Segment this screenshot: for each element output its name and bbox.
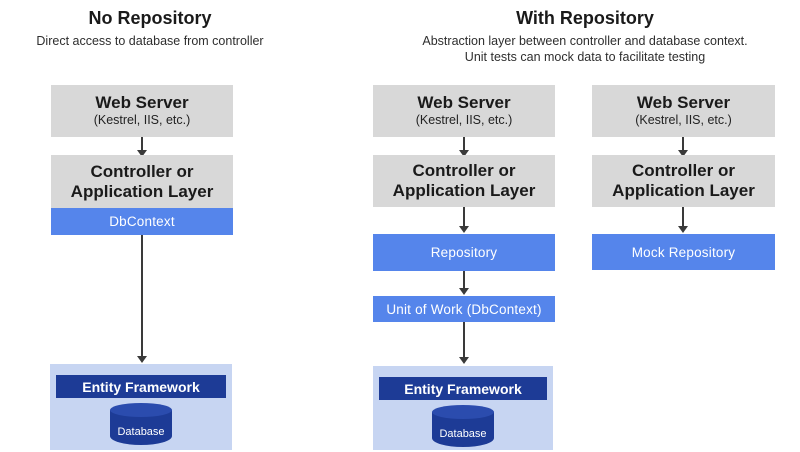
cylinder-top-icon — [432, 405, 494, 419]
entity-framework-bar: Entity Framework — [379, 377, 547, 400]
flow-arrow — [459, 271, 469, 295]
controller-line1: Controller or — [412, 161, 516, 181]
entity-framework-container: Entity Framework Database — [373, 366, 553, 450]
entity-framework-container: Entity Framework Database — [50, 364, 232, 450]
controller-box: Controller or Application Layer — [592, 155, 775, 207]
controller-line2: Application Layer — [392, 181, 536, 200]
no-repository-header: No Repository Direct access to database … — [0, 8, 300, 49]
with-repository-subtitle-line1: Abstraction layer between controller and… — [422, 33, 748, 48]
database-cylinder-icon: Database — [110, 403, 172, 445]
database-cylinder-icon: Database — [432, 405, 494, 447]
flow-arrow — [459, 207, 469, 233]
with-repository-title: With Repository — [516, 8, 654, 28]
web-server-subtitle: (Kestrel, IIS, etc.) — [93, 112, 191, 127]
repository-box: Repository — [373, 234, 555, 271]
database-label: Database — [439, 428, 487, 440]
cylinder-top-icon — [110, 403, 172, 417]
flow-arrow — [137, 235, 147, 363]
controller-line1: Controller or — [90, 161, 194, 181]
controller-box: Controller or Application Layer — [51, 155, 233, 208]
dbcontext-box: DbContext — [51, 208, 233, 235]
repository-label: Repository — [430, 245, 498, 260]
web-server-box: Web Server (Kestrel, IIS, etc.) — [51, 85, 233, 137]
unit-of-work-box: Unit of Work (DbContext) — [373, 296, 555, 322]
controller-box: Controller or Application Layer — [373, 155, 555, 207]
web-server-box: Web Server (Kestrel, IIS, etc.) — [373, 85, 555, 137]
mock-repository-label: Mock Repository — [631, 244, 736, 260]
mock-repository-box: Mock Repository — [592, 234, 775, 270]
with-repository-header: With Repository Abstraction layer betwee… — [373, 8, 797, 66]
database-label: Database — [117, 426, 165, 438]
dbcontext-label: DbContext — [109, 214, 175, 229]
web-server-title: Web Server — [636, 93, 731, 113]
controller-line2: Application Layer — [612, 181, 755, 200]
no-repository-title: No Repository — [88, 8, 212, 28]
flow-arrow — [459, 137, 469, 157]
entity-framework-bar: Entity Framework — [56, 375, 226, 398]
web-server-box: Web Server (Kestrel, IIS, etc.) — [592, 85, 775, 137]
flow-arrow — [137, 137, 147, 157]
unit-of-work-label: Unit of Work (DbContext) — [386, 301, 542, 317]
flow-arrow — [678, 207, 688, 233]
controller-line2: Application Layer — [70, 181, 214, 201]
flow-arrow — [678, 137, 688, 157]
with-repository-subtitle-line2: Unit tests can mock data to facilitate t… — [464, 50, 706, 65]
web-server-subtitle: (Kestrel, IIS, etc.) — [415, 112, 513, 127]
web-server-subtitle: (Kestrel, IIS, etc.) — [635, 112, 732, 127]
web-server-title: Web Server — [417, 93, 511, 113]
flow-arrow — [459, 322, 469, 364]
controller-line1: Controller or — [632, 161, 735, 181]
with-repository-subtitle: Abstraction layer between controller and… — [373, 33, 797, 67]
web-server-title: Web Server — [95, 93, 189, 113]
no-repository-subtitle: Direct access to database from controlle… — [36, 33, 264, 48]
